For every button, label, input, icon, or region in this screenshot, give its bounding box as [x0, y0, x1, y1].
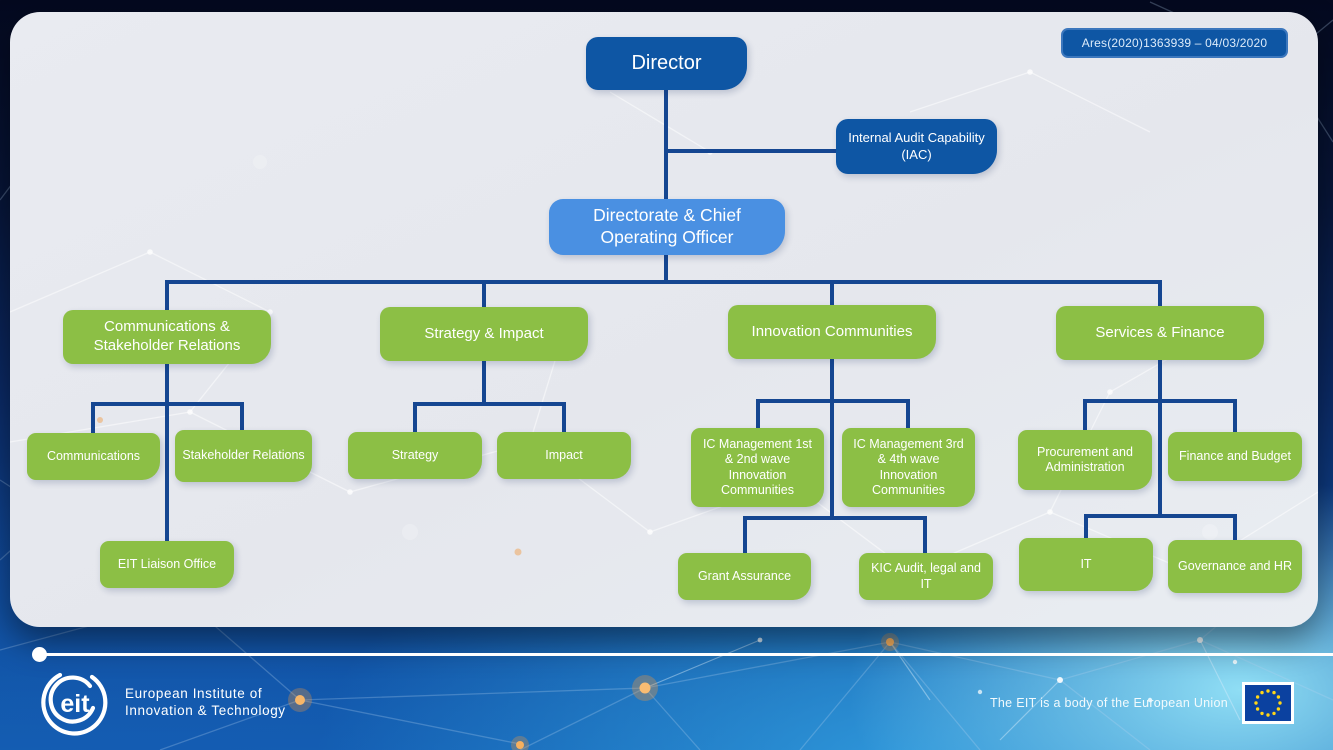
eu-flag-stars — [1254, 689, 1282, 717]
org-node-strategy: Strategy — [348, 432, 482, 479]
connector-line — [1158, 357, 1162, 517]
org-node-ic-management-1st-2nd-wave: IC Management 1st & 2nd wave Innovation … — [691, 428, 824, 507]
org-node-communications-stakeholder-relations: Communications & Stakeholder Relations — [63, 310, 271, 364]
org-node-stakeholder-relations: Stakeholder Relations — [175, 430, 312, 482]
connector-line — [1083, 399, 1236, 403]
org-node-communications: Communications — [27, 433, 160, 480]
org-node-impact: Impact — [497, 432, 631, 479]
org-node-eit-liaison-office: EIT Liaison Office — [100, 541, 234, 588]
connector-line — [664, 149, 838, 153]
connector-line — [413, 402, 565, 406]
footer-divider-line — [40, 653, 1333, 656]
org-node-it: IT — [1019, 538, 1153, 591]
org-node-directorate-coo: Directorate & Chief Operating Officer — [549, 199, 785, 255]
eit-logo: eit — [41, 672, 108, 736]
org-node-finance-budget: Finance and Budget — [1168, 432, 1302, 481]
connector-line — [482, 359, 486, 405]
connector-line — [664, 89, 668, 201]
connector-line — [91, 402, 95, 435]
connector-line — [743, 516, 747, 555]
connector-line — [1084, 514, 1235, 518]
connector-line — [91, 402, 244, 406]
eit-logo-inner-arc — [48, 675, 96, 724]
connector-line — [1084, 514, 1088, 540]
connector-line — [756, 399, 760, 430]
org-node-director: Director — [586, 37, 747, 90]
connector-line — [413, 402, 417, 434]
connector-line — [664, 252, 668, 282]
connector-line — [482, 280, 486, 309]
connector-line — [165, 361, 169, 543]
connector-line — [562, 402, 566, 434]
org-node-ic-management-3rd-4th-wave: IC Management 3rd & 4th wave Innovation … — [842, 428, 975, 507]
org-node-kic-audit-legal-it: KIC Audit, legal and IT — [859, 553, 993, 600]
org-node-procurement-administration: Procurement and Administration — [1018, 430, 1152, 490]
org-node-internal-audit-capability: Internal Audit Capability (IAC) — [836, 119, 997, 174]
connector-line — [1233, 399, 1237, 434]
institute-name: European Institute of Innovation & Techn… — [125, 685, 286, 719]
network-node-white-group — [757, 619, 1303, 703]
org-node-strategy-impact: Strategy & Impact — [380, 307, 588, 361]
connector-line — [923, 516, 927, 555]
connector-line — [1233, 514, 1237, 542]
connector-line — [240, 402, 244, 432]
connector-line — [830, 356, 834, 519]
connector-line — [1158, 280, 1162, 308]
eu-body-note: The EIT is a body of the European Union — [990, 696, 1228, 710]
org-node-governance-hr: Governance and HR — [1168, 540, 1302, 593]
institute-name-line1: European Institute of — [125, 686, 263, 701]
connector-line — [165, 280, 1162, 284]
org-node-grant-assurance: Grant Assurance — [678, 553, 811, 600]
org-node-services-finance: Services & Finance — [1056, 306, 1264, 360]
connector-line — [756, 399, 910, 403]
divider-dot — [32, 647, 47, 662]
org-node-innovation-communities: Innovation Communities — [728, 305, 936, 359]
connector-line — [165, 280, 169, 312]
connector-line — [743, 516, 926, 520]
connector-line — [906, 399, 910, 430]
eu-flag — [1242, 682, 1294, 724]
eit-logo-outer-arc — [41, 672, 108, 736]
org-chart-canvas: Ares(2020)1363939 – 04/03/2020 — [10, 12, 1318, 627]
connector-line — [1083, 399, 1087, 430]
document-reference-badge: Ares(2020)1363939 – 04/03/2020 — [1061, 28, 1288, 58]
connector-line — [830, 280, 834, 307]
footer: eit European Institute of Innovation & T… — [0, 660, 1333, 750]
institute-name-line2: Innovation & Technology — [125, 703, 286, 718]
eit-logo-text: eit — [60, 690, 90, 718]
